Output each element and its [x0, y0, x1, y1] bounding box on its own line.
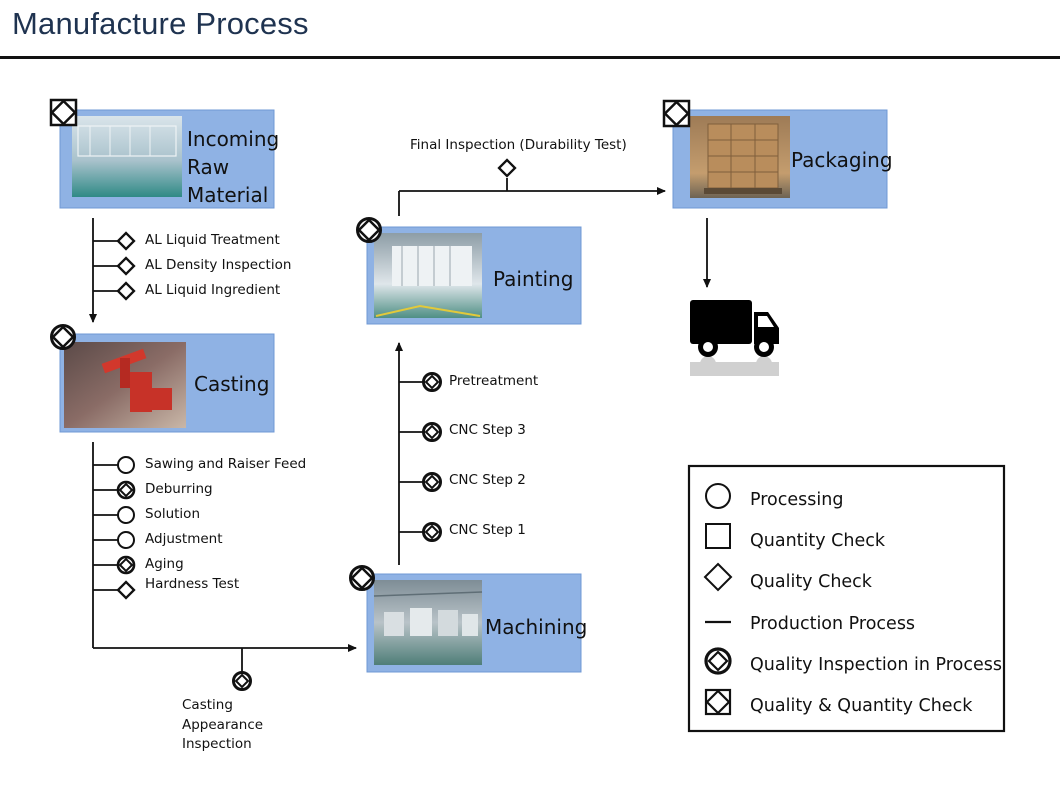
incoming-label-line-3: Material	[187, 183, 269, 207]
casting-step-label: Hardness Test	[145, 576, 240, 592]
legend-quality-inspection-icon	[704, 647, 732, 675]
casting-step-label: Deburring	[145, 481, 213, 497]
stage-painting-label: Painting	[493, 267, 574, 291]
final-inspection-label: Final Inspection (Durability Test)	[410, 137, 627, 153]
incoming-step-label: AL Density Inspection	[145, 257, 292, 273]
casting-step-label: Sawing and Raiser Feed	[145, 456, 307, 472]
legend-quantity-check-icon	[705, 523, 731, 549]
casting-appearance-line-3: Inspection	[182, 736, 252, 752]
machining-step-label: Pretreatment	[449, 373, 539, 389]
casting-appearance-line-2: Appearance	[182, 716, 264, 733]
machining-floor-photo	[373, 580, 483, 665]
machining-step-label: CNC Step 1	[449, 522, 526, 538]
stage-incoming-label: Incoming Raw Material	[187, 125, 279, 209]
incoming-quality-quantity-marker	[49, 98, 78, 127]
stage-painting	[366, 226, 582, 325]
truck-icon	[690, 300, 779, 376]
page-title: Manufacture Process	[12, 6, 309, 41]
warehouse-photo	[72, 116, 182, 197]
machining-step-label: CNC Step 3	[449, 422, 526, 438]
stage-packaging-label: Packaging	[791, 148, 893, 172]
incoming-label-line-1: Incoming	[187, 127, 280, 151]
stage-machining-label: Machining	[485, 615, 588, 639]
machining-step-label: CNC Step 2	[449, 472, 526, 488]
casting-appearance-line-1: Casting	[182, 697, 233, 713]
legend-quality-quantity-icon	[704, 688, 732, 716]
stage-casting-label: Casting	[194, 372, 270, 396]
casting-step-label: Adjustment	[145, 531, 223, 547]
legend	[687, 464, 1006, 733]
machining-inspection-marker	[349, 565, 375, 591]
casting-appearance-symbol	[232, 671, 252, 691]
casting-step-label: Solution	[145, 506, 200, 522]
painting-inspection-marker	[356, 217, 382, 243]
stage-incoming-raw-material	[59, 109, 275, 209]
casting-robot-photo	[64, 342, 186, 428]
legend-quality-check-icon	[703, 562, 733, 592]
casting-step-symbols	[116, 456, 136, 600]
casting-appearance-label: Casting Appearance Inspection	[182, 696, 263, 755]
incoming-step-symbols	[116, 231, 136, 301]
flow-machining-to-painting	[395, 342, 424, 565]
incoming-label-line-2: Raw	[187, 155, 230, 179]
legend-processing-icon	[705, 483, 731, 509]
flow-painting-to-packaging	[398, 178, 666, 216]
title-divider	[0, 56, 1060, 59]
legend-label-quantity-check: Quantity Check	[750, 531, 886, 551]
packaging-quality-quantity-marker	[662, 99, 691, 128]
casting-inspection-marker	[50, 324, 76, 350]
stage-machining	[366, 573, 582, 673]
machining-step-symbols	[422, 372, 442, 542]
pallet-photo	[690, 116, 790, 198]
incoming-step-label: AL Liquid Treatment	[145, 232, 280, 248]
legend-label-quality-quantity: Quality & Quantity Check	[750, 696, 973, 716]
final-inspection-symbol	[497, 158, 517, 178]
stage-casting	[59, 333, 275, 433]
stage-packaging	[672, 109, 888, 209]
legend-label-processing: Processing	[750, 490, 844, 510]
legend-label-quality-inspection: Quality Inspection in Process	[750, 655, 1002, 675]
casting-step-label: Aging	[145, 556, 184, 572]
flow-casting-to-machining	[92, 442, 357, 673]
legend-label-production-process: Production Process	[750, 614, 916, 634]
painting-line-photo	[374, 233, 482, 318]
legend-label-quality-check: Quality Check	[750, 572, 872, 592]
flow-incoming-to-casting	[89, 218, 118, 323]
incoming-step-label: AL Liquid Ingredient	[145, 282, 281, 298]
